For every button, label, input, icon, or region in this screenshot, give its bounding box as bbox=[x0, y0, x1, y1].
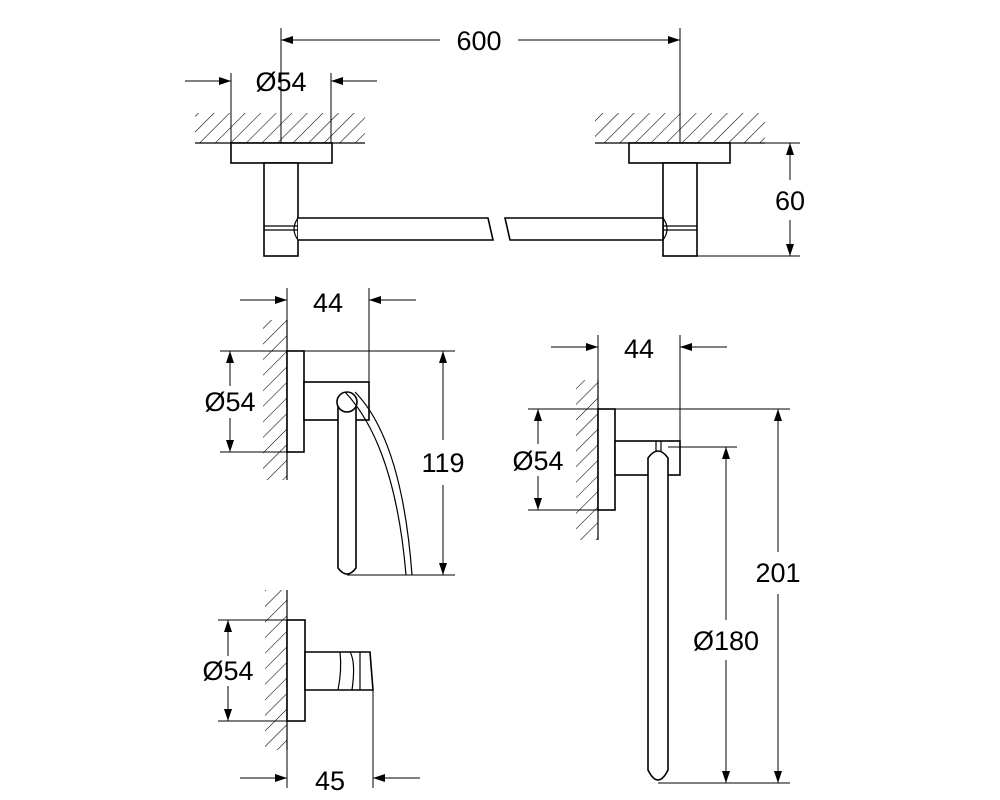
dim-towel-bar-projection: 60 bbox=[775, 186, 805, 216]
dim-ring-height: 201 bbox=[755, 558, 800, 588]
dim-towel-bar-rosette: Ø54 bbox=[255, 67, 306, 97]
dim-ring-diameter: Ø180 bbox=[693, 626, 759, 656]
wall-hatch-paper bbox=[263, 320, 287, 480]
towel-bar-drawing: 600 Ø54 60 bbox=[185, 26, 805, 257]
dim-towel-bar-length: 600 bbox=[456, 26, 501, 56]
dim-hook-projection: 45 bbox=[315, 766, 345, 796]
towel-ring-drawing: 44 Ø54 201 Ø180 bbox=[512, 334, 801, 784]
hook-drawing: Ø54 45 bbox=[202, 590, 420, 796]
dim-paper-holder-height: 119 bbox=[421, 448, 464, 478]
dim-paper-holder-rosette: Ø54 bbox=[204, 387, 255, 417]
wall-hatch-left bbox=[195, 113, 365, 143]
wall-hatch-hook bbox=[265, 590, 287, 750]
dim-ring-rosette: Ø54 bbox=[512, 446, 563, 476]
wall-hatch-ring bbox=[576, 380, 598, 540]
dim-paper-holder-projection: 44 bbox=[313, 288, 343, 318]
dim-hook-rosette: Ø54 bbox=[202, 656, 253, 686]
dim-ring-projection: 44 bbox=[624, 334, 654, 364]
paper-holder-drawing: 44 Ø54 119 bbox=[204, 288, 465, 576]
